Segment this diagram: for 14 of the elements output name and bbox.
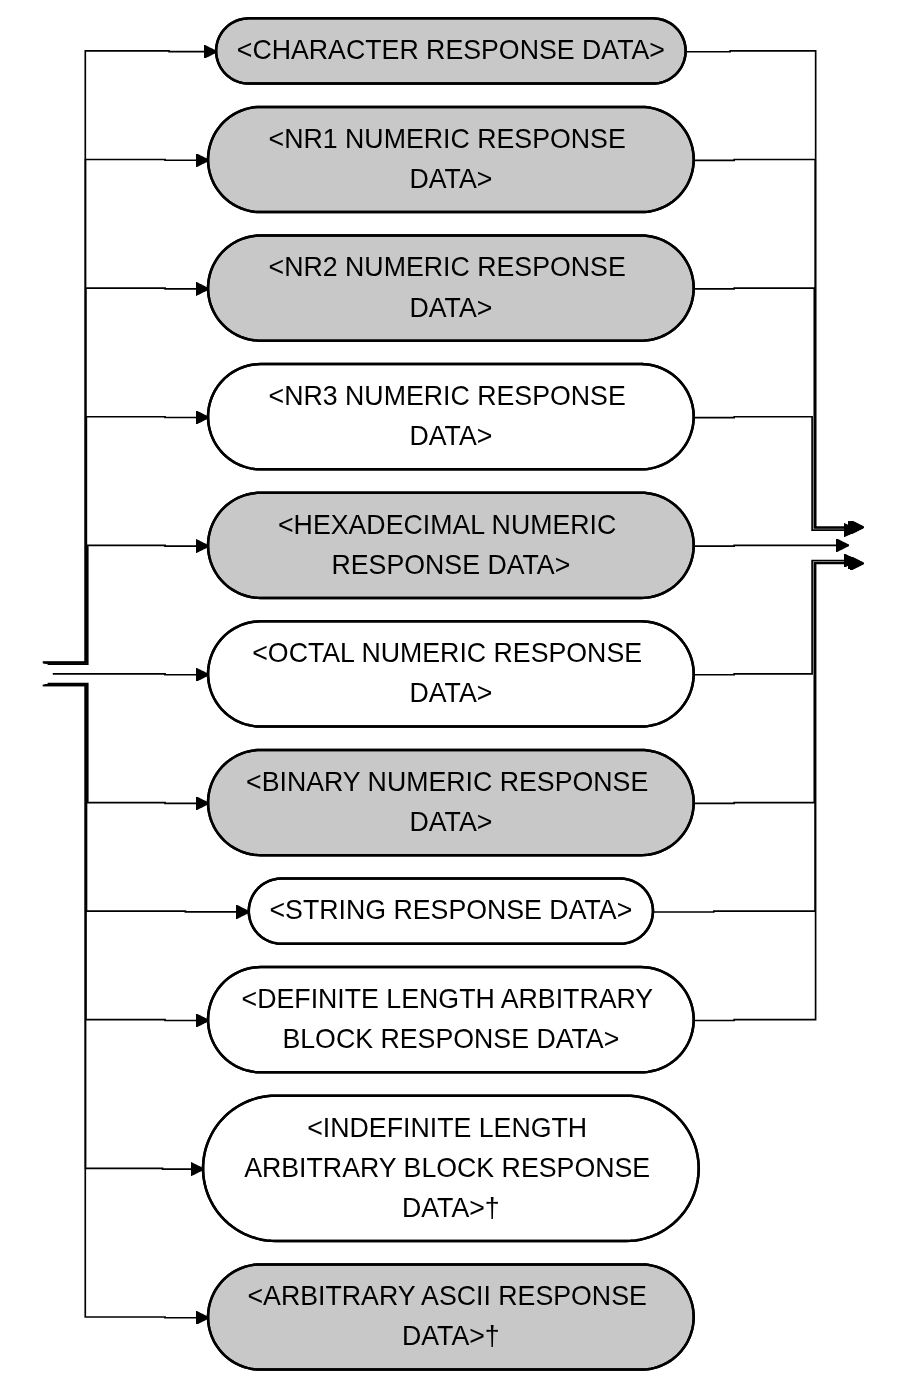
response-data-ellipse: <NR2 NUMERIC RESPONSE DATA> [206,234,695,342]
arrow [693,158,864,535]
response-data-ellipse: <NR1 NUMERIC RESPONSE DATA> [206,105,695,214]
response-data-ellipse: <HEXADECIMAL NUMERIC RESPONSE DATA> [206,491,695,600]
arrow [693,538,850,553]
response-data-ellipse: <ARBITRARY ASCII RESPONSE DATA>† [206,1263,695,1371]
response-data-ellipse: <CHARACTER RESPONSE DATA> [214,17,687,85]
response-data-ellipse: <BINARY NUMERIC RESPONSE DATA> [206,748,695,857]
response-data-ellipse: <STRING RESPONSE DATA> [247,877,654,945]
response-data-ellipse: <NR3 NUMERIC RESPONSE DATA> [206,362,695,471]
response-data-ellipse: <INDEFINITE LENGTH ARBITRARY BLOCK RESPONSE DATA>† [201,1094,700,1243]
arrow [693,556,865,1022]
response-data-ellipse: <OCTAL NUMERIC RESPONSE DATA> [206,620,695,728]
response-data-ellipse: <DEFINITE LENGTH ARBITRARY BLOCK RESPONSE DATA> [206,965,695,1074]
